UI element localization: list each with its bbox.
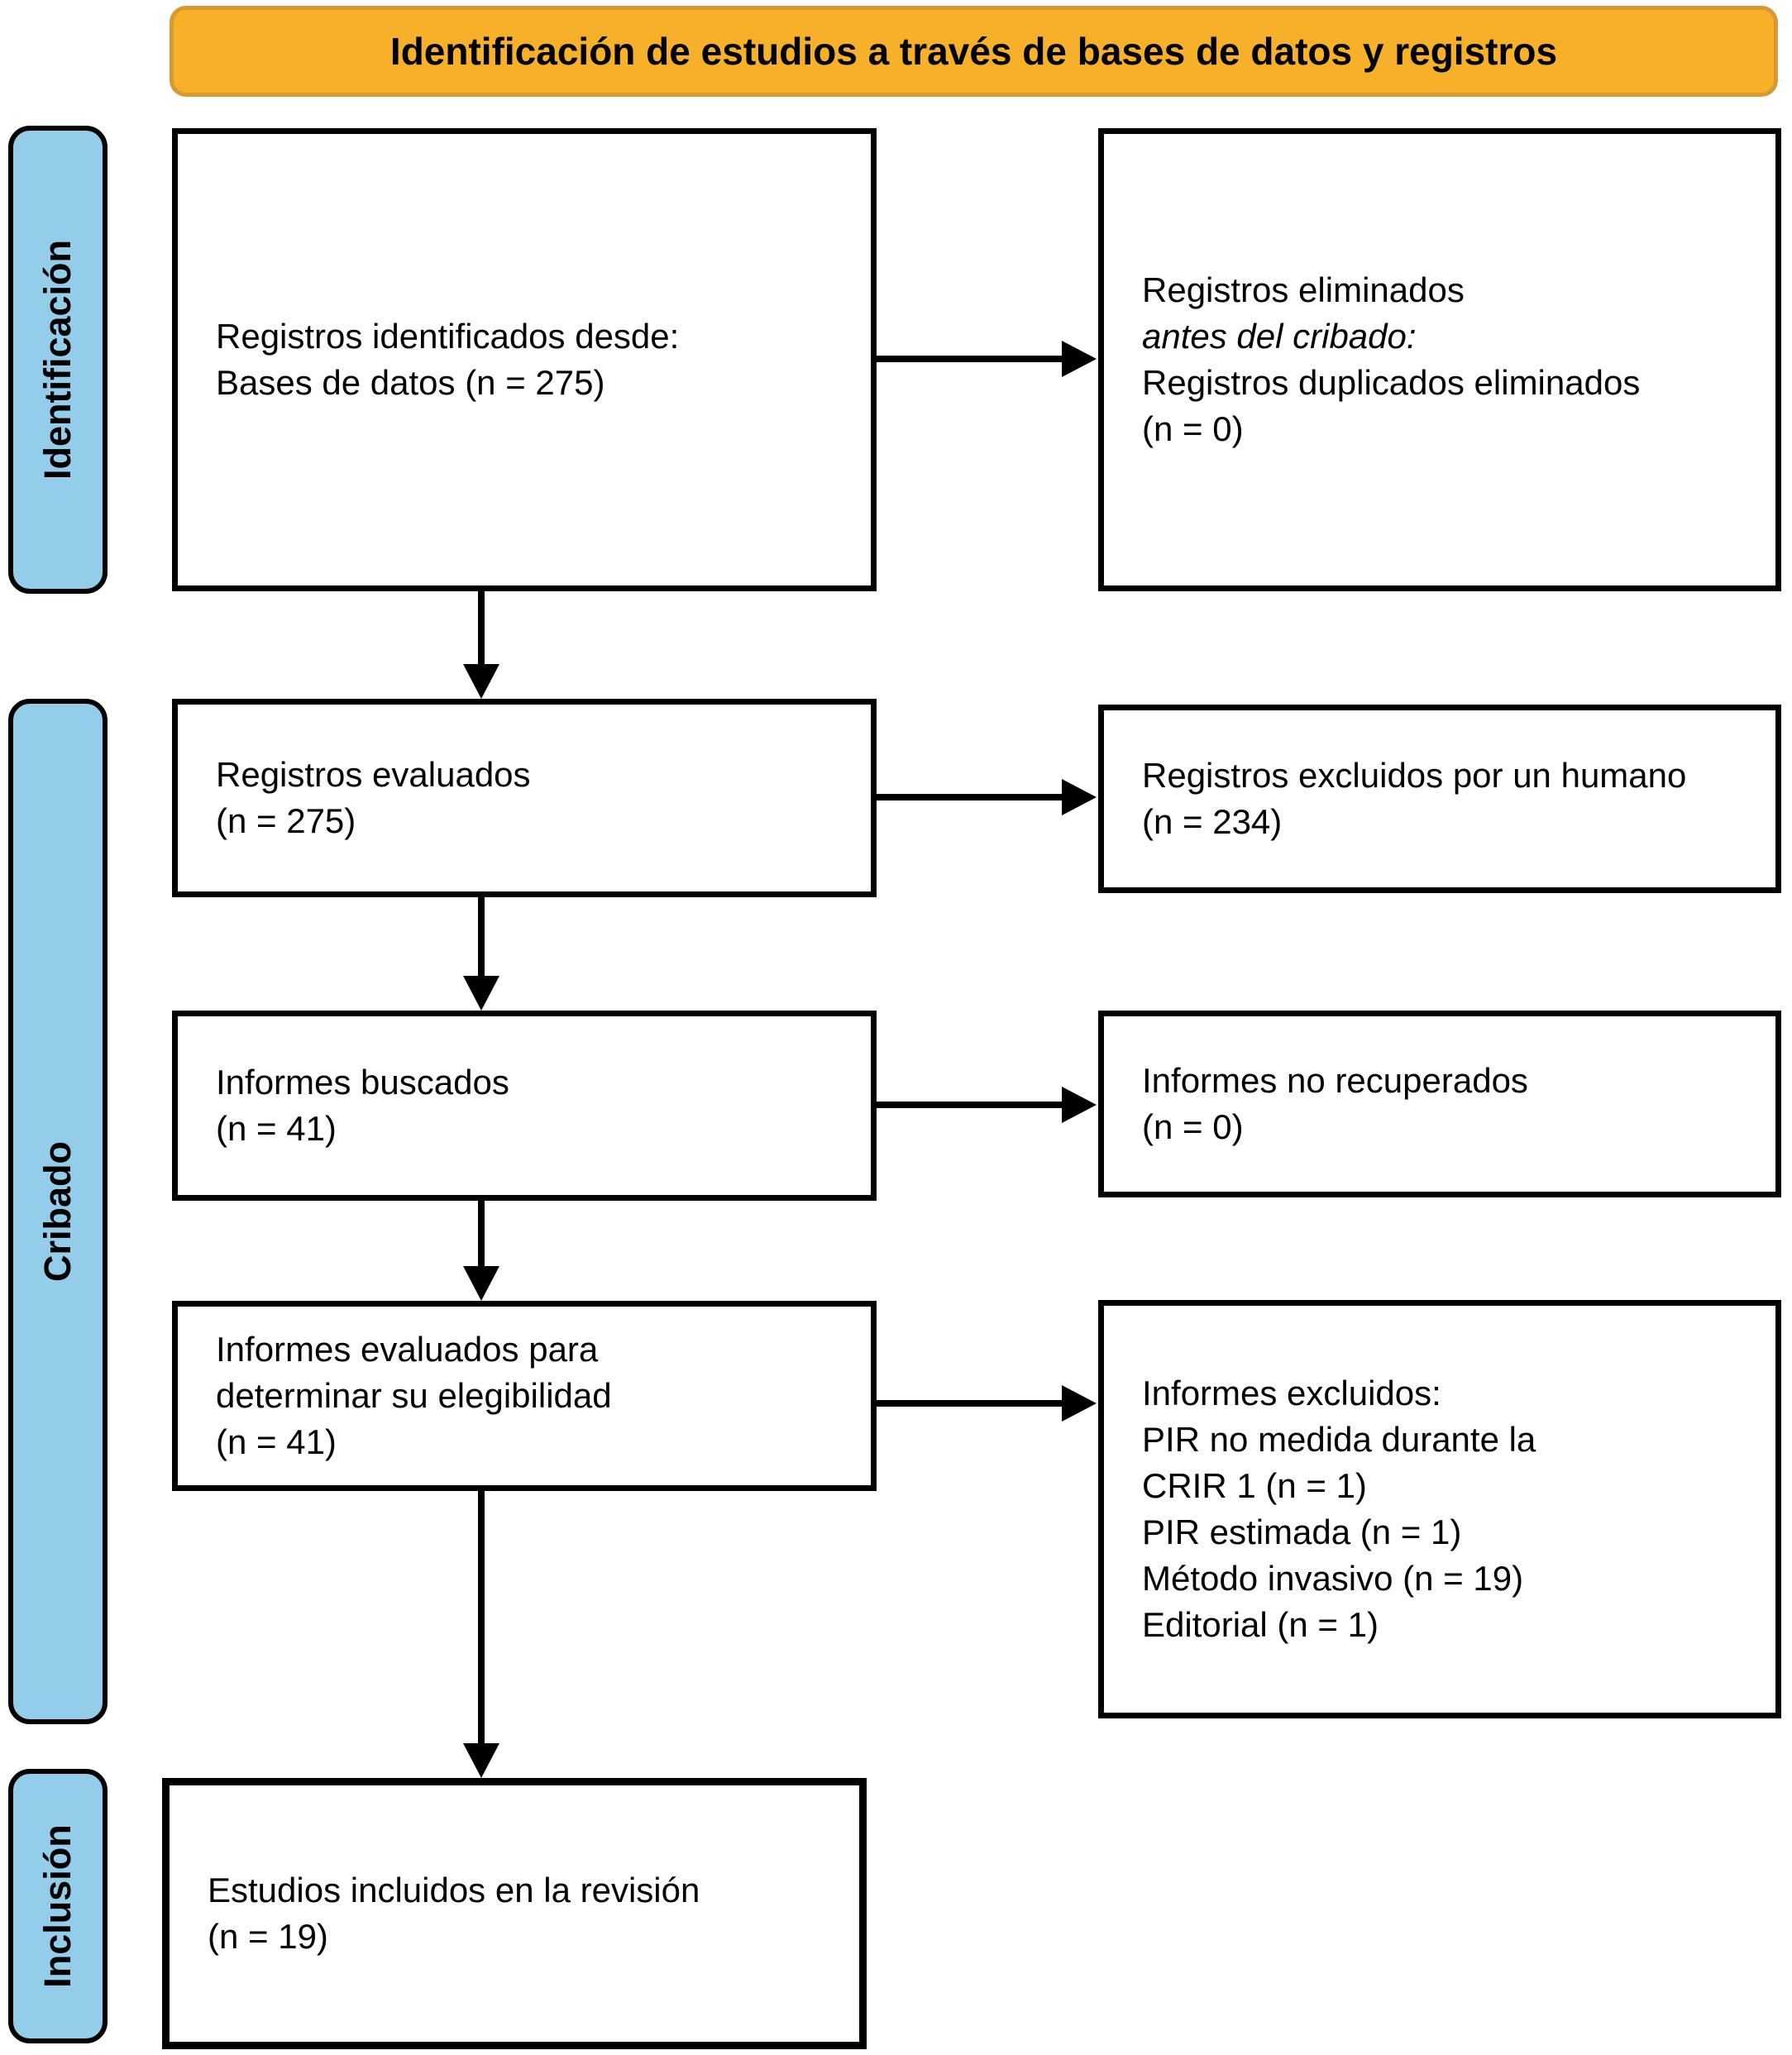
arrow-screened-to-excluded [876, 779, 1097, 815]
box-line: Informes excluidos: [1142, 1374, 1441, 1412]
box-records-screened: Registros evaluados (n = 275) [172, 699, 877, 897]
header-title: Identificación de estudios a través de b… [389, 30, 1558, 73]
arrow-sought-to-assessed [463, 1199, 499, 1301]
box-line: Informes buscados [216, 1063, 509, 1102]
box-records-excluded: Registros excluidos por un humano (n = 2… [1098, 705, 1781, 893]
arrow-identified-to-screened [463, 589, 499, 699]
box-reports-excluded: Informes excluidos: PIR no medida durant… [1098, 1300, 1781, 1718]
box-line: Registros eliminados [1142, 270, 1465, 309]
stage-label-text: Cribado [36, 1140, 79, 1283]
box-line: Editorial (n = 1) [1142, 1605, 1379, 1644]
box-line: (n = 234) [1142, 802, 1283, 841]
stage-label-inclusion: Inclusión [8, 1769, 108, 2043]
box-line: (n = 41) [216, 1422, 337, 1461]
header-banner: Identificación de estudios a través de b… [170, 6, 1778, 97]
arrow-assessed-to-included [463, 1489, 499, 1778]
box-line: Registros excluidos por un humano [1142, 756, 1687, 795]
box-line: PIR no medida durante la [1142, 1420, 1536, 1459]
stage-label-screening: Cribado [8, 699, 108, 1724]
box-line: (n = 41) [216, 1109, 337, 1148]
box-line: (n = 0) [1142, 1107, 1244, 1146]
box-reports-not-retrieved: Informes no recuperados (n = 0) [1098, 1011, 1781, 1197]
box-records-removed-before-screening: Registros eliminados antes del cribado: … [1098, 128, 1781, 591]
arrow-screened-to-sought [463, 896, 499, 1011]
box-line: determinar su elegibilidad [216, 1376, 612, 1415]
box-line: antes del cribado: [1142, 317, 1417, 356]
box-line: Registros evaluados [216, 755, 531, 794]
arrow-identified-to-removed [876, 341, 1097, 377]
box-line: (n = 19) [208, 1917, 328, 1956]
box-line: (n = 0) [1142, 409, 1244, 448]
stage-label-text: Inclusión [36, 1824, 79, 1988]
box-line: Registros identificados desde: [216, 317, 680, 356]
box-line: CRIR 1 (n = 1) [1142, 1466, 1367, 1505]
box-line: Bases de datos (n = 275) [216, 363, 605, 402]
box-line: Informes evaluados para [216, 1330, 599, 1369]
arrow-assessed-to-excluded [876, 1385, 1097, 1422]
box-records-identified: Registros identificados desde: Bases de … [172, 128, 877, 591]
box-reports-assessed: Informes evaluados para determinar su el… [172, 1301, 877, 1491]
box-line: Registros duplicados eliminados [1142, 363, 1641, 402]
arrow-sought-to-not-retrieved [876, 1087, 1097, 1123]
box-reports-sought: Informes buscados (n = 41) [172, 1011, 877, 1201]
box-line: Método invasivo (n = 19) [1142, 1559, 1524, 1598]
box-line: Estudios incluidos en la revisión [208, 1871, 700, 1909]
box-line: PIR estimada (n = 1) [1142, 1513, 1462, 1551]
stage-label-text: Identificación [36, 239, 79, 480]
stage-label-identification: Identificación [8, 126, 108, 594]
box-line: Informes no recuperados [1142, 1061, 1528, 1100]
box-line: (n = 275) [216, 801, 356, 840]
box-studies-included: Estudios incluidos en la revisión (n = 1… [162, 1778, 867, 2049]
